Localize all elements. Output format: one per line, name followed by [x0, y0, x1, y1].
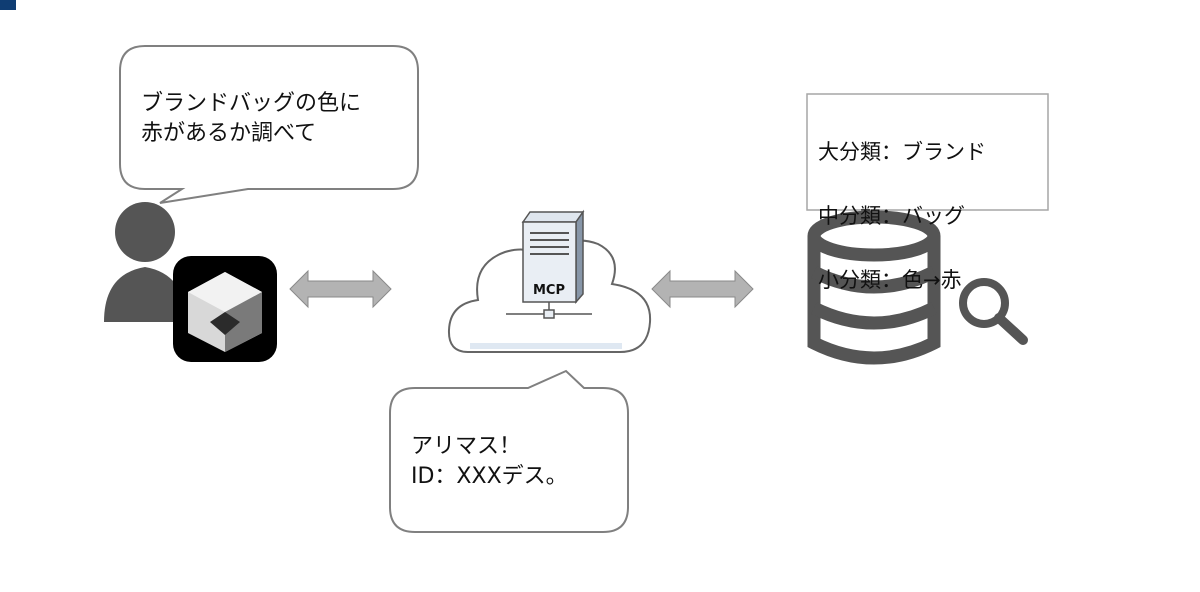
arrow-user-server: [289, 269, 392, 309]
cloud-server-icon: MCP: [447, 209, 652, 353]
category-box: [806, 93, 1049, 211]
category-line-minor: 小分類：色→赤: [818, 268, 962, 292]
arrow-server-database: [651, 269, 754, 309]
category-line-major: 大分類：ブランド: [818, 140, 986, 164]
user-speech-bubble: [119, 45, 419, 204]
magnifier-icon: [959, 278, 1028, 345]
server-response-text: アリマス！ ID：XXXデス。: [411, 434, 568, 489]
category-lines: 大分類：ブランド 中分類：バッグ 小分類：色→赤: [818, 104, 986, 328]
server-speech-bubble: [389, 369, 629, 533]
app-icon: [173, 256, 277, 362]
corner-accent-bar: [0, 0, 16, 10]
person-icon: [104, 202, 186, 322]
database-icon: [807, 210, 941, 365]
server-label: MCP: [533, 283, 565, 298]
user-request-text: ブランドバッグの色に 赤があるか調べて: [141, 91, 362, 146]
category-line-middle: 中分類：バッグ: [818, 204, 965, 228]
